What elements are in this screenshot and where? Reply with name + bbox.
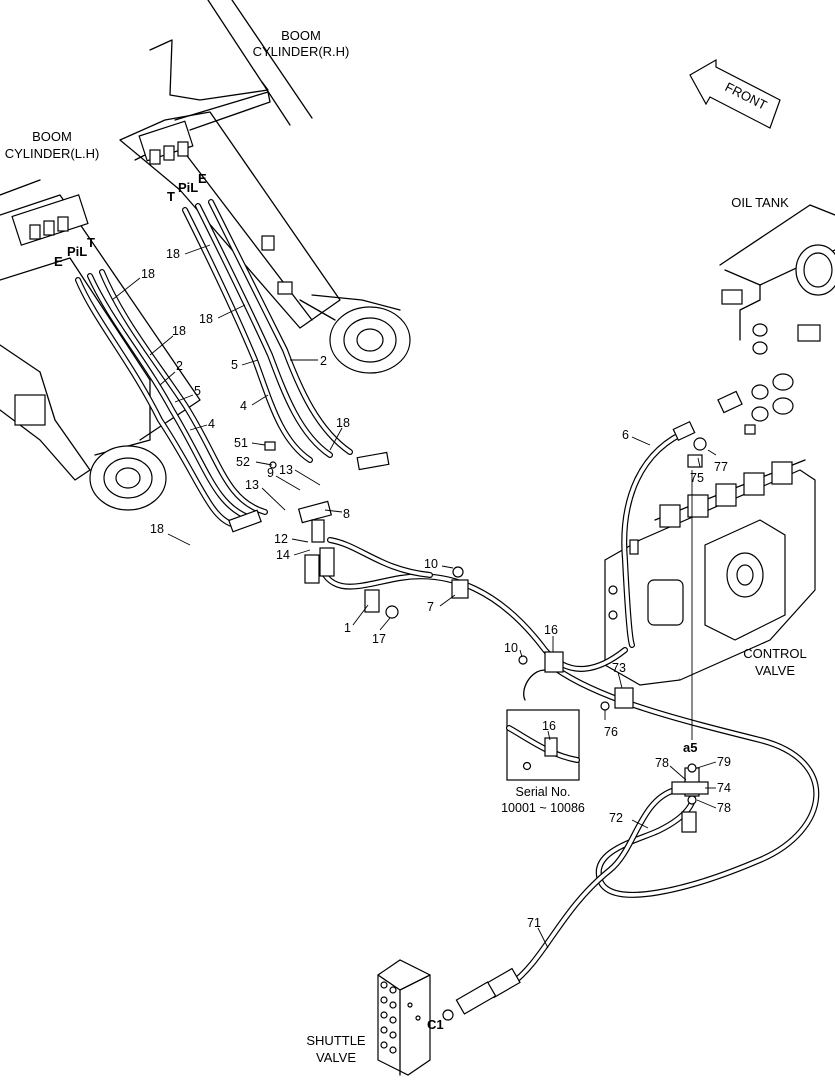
- callout-71: 71: [527, 916, 541, 930]
- boom-lh-title-2: CYLINDER(L.H): [5, 146, 100, 161]
- oil-tank-title: OIL TANK: [731, 195, 789, 210]
- boom-rh-title-2: CYLINDER(R.H): [253, 44, 350, 59]
- part-callouts: 18 18 18 18 18 18 2 2 5 5 4 4 51 52 9 13…: [111, 244, 731, 949]
- callout-4-b: 4: [240, 399, 247, 413]
- callout-72: 72: [609, 811, 623, 825]
- callout-18-e: 18: [336, 416, 350, 430]
- callout-13-a: 13: [279, 463, 293, 477]
- callout-18-a: 18: [166, 247, 180, 261]
- fittings: [228, 390, 743, 1021]
- hose-bundle-rh: [182, 199, 353, 463]
- callout-73: 73: [612, 661, 626, 675]
- callout-75: 75: [690, 471, 704, 485]
- callout-77: 77: [714, 460, 728, 474]
- shuttle-valve-title-2: VALVE: [316, 1050, 356, 1065]
- port-a5: a5: [683, 740, 697, 755]
- callout-2-a: 2: [176, 359, 183, 373]
- port-pil-lh: PiL: [67, 244, 87, 259]
- port-c1: C1: [427, 1017, 444, 1032]
- oil-tank: [719, 204, 835, 435]
- shuttle-valve: [377, 959, 431, 1076]
- component-titles: BOOM CYLINDER(R.H) BOOM CYLINDER(L.H) OI…: [5, 28, 807, 1065]
- shuttle-valve-title-1: SHUTTLE: [306, 1033, 366, 1048]
- callout-79: 79: [717, 755, 731, 769]
- serial-inset: 16 Serial No. 10001 ~ 10086: [501, 669, 585, 815]
- port-pil-rh: PiL: [178, 180, 198, 195]
- port-e-lh: E: [54, 254, 63, 269]
- callout-16-a: 16: [544, 623, 558, 637]
- callout-52: 52: [236, 455, 250, 469]
- callout-12: 12: [274, 532, 288, 546]
- hose-6: [621, 427, 693, 648]
- callout-17: 17: [372, 632, 386, 646]
- boom-cylinder-rh: [119, 0, 411, 374]
- front-arrow: FRONT: [689, 58, 781, 129]
- control-valve-title-2: VALVE: [755, 663, 795, 678]
- callout-5-b: 5: [231, 358, 238, 372]
- callout-76: 76: [604, 725, 618, 739]
- callout-18-b: 18: [141, 267, 155, 281]
- callout-5-a: 5: [194, 384, 201, 398]
- callout-78-a: 78: [655, 756, 669, 770]
- serial-line1: Serial No.: [516, 785, 571, 799]
- callout-51: 51: [234, 436, 248, 450]
- port-t-lh: T: [87, 235, 95, 250]
- port-e-rh: E: [198, 171, 207, 186]
- hose-7: [315, 537, 628, 672]
- callout-2-b: 2: [320, 354, 327, 368]
- port-t-rh: T: [167, 189, 175, 204]
- shuttle-valve-ports: [380, 981, 421, 1054]
- callout-18-d: 18: [172, 324, 186, 338]
- serial-line2: 10001 ~ 10086: [501, 801, 585, 815]
- callout-8: 8: [343, 507, 350, 521]
- callout-13-b: 13: [245, 478, 259, 492]
- callout-18-c: 18: [199, 312, 213, 326]
- boom-cylinder-lh: [0, 179, 201, 511]
- boom-rh-title-1: BOOM: [281, 28, 321, 43]
- callout-10-b: 10: [504, 641, 518, 655]
- callout-9: 9: [267, 466, 274, 480]
- callout-1: 1: [344, 621, 351, 635]
- callout-18-f: 18: [150, 522, 164, 536]
- serial-16-label: 16: [542, 719, 556, 733]
- boom-lh-title-1: BOOM: [32, 129, 72, 144]
- callout-10-a: 10: [424, 557, 438, 571]
- callout-78-b: 78: [717, 801, 731, 815]
- callout-14: 14: [276, 548, 290, 562]
- hose-71-72: [507, 787, 678, 988]
- hose-long-loop: [552, 665, 820, 898]
- callout-74: 74: [717, 781, 731, 795]
- callout-4-a: 4: [208, 417, 215, 431]
- control-valve-title-1: CONTROL: [743, 646, 807, 661]
- port-labels: T PiL E E PiL T a5 C1: [54, 171, 697, 1032]
- hose-bundle-lh: [75, 269, 268, 528]
- callout-7: 7: [427, 600, 434, 614]
- callout-6: 6: [622, 428, 629, 442]
